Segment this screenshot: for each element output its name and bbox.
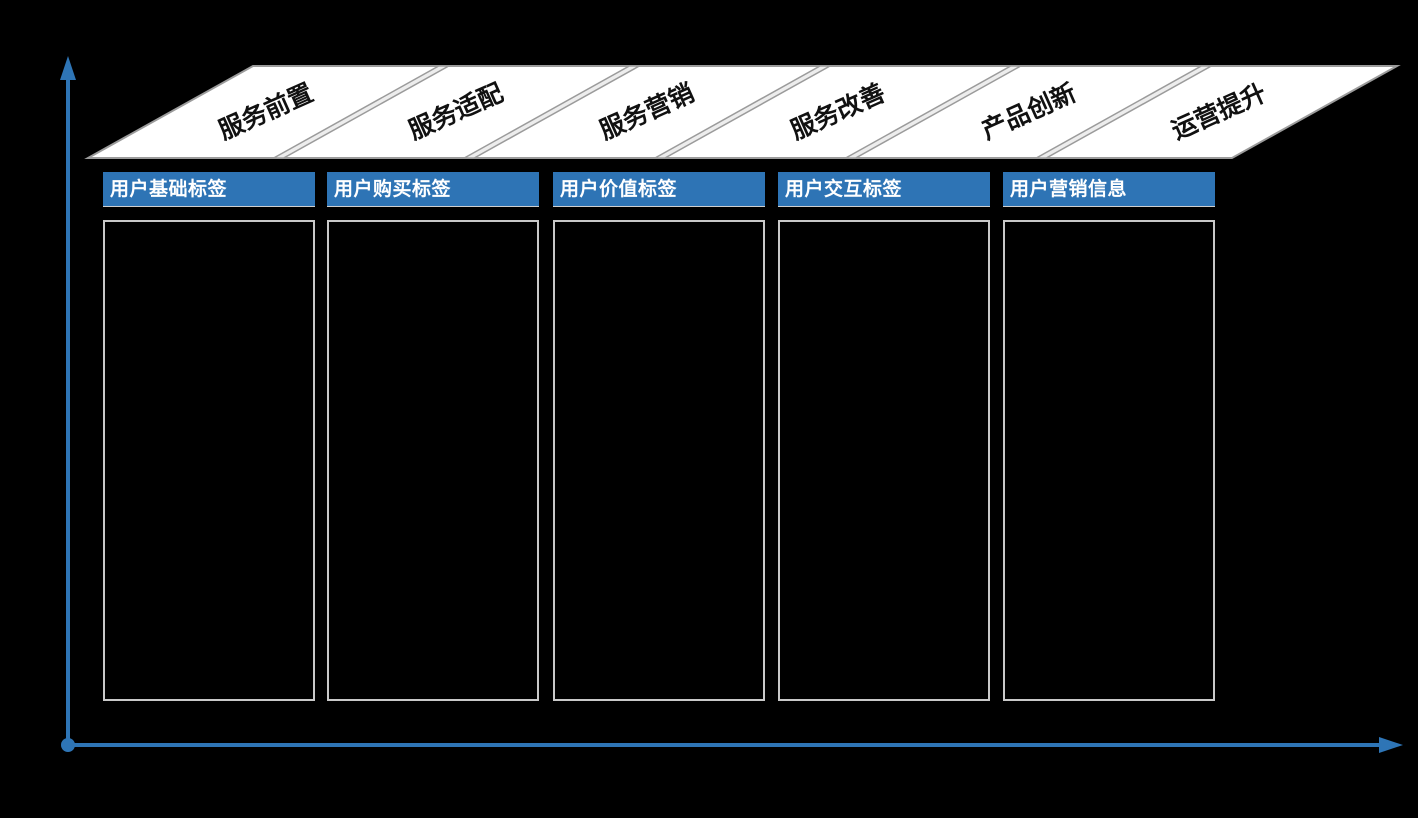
column-header-user-marketing-info: 用户营销信息: [1003, 172, 1215, 207]
origin-dot: [61, 738, 75, 752]
column-body-user-purchase-tags: [327, 220, 539, 701]
phase-divider: [270, 65, 452, 159]
column-body-user-interaction-tags: [778, 220, 990, 701]
column-body-user-value-tags: [553, 220, 765, 701]
phase-divider: [842, 65, 1024, 159]
column-body-user-marketing-info: [1003, 220, 1215, 701]
column-body-user-basic-tags: [103, 220, 315, 701]
phase-divider: [461, 65, 643, 159]
column-header-user-interaction-tags: 用户交互标签: [778, 172, 990, 207]
right-arrowhead-icon: [1379, 737, 1403, 753]
column-header-user-basic-tags: 用户基础标签: [103, 172, 315, 207]
column-header-user-purchase-tags: 用户购买标签: [327, 172, 539, 207]
phase-divider: [652, 65, 833, 159]
column-header-user-value-tags: 用户价值标签: [553, 172, 765, 207]
up-arrowhead-icon: [60, 56, 76, 80]
phase-divider: [1033, 65, 1215, 159]
